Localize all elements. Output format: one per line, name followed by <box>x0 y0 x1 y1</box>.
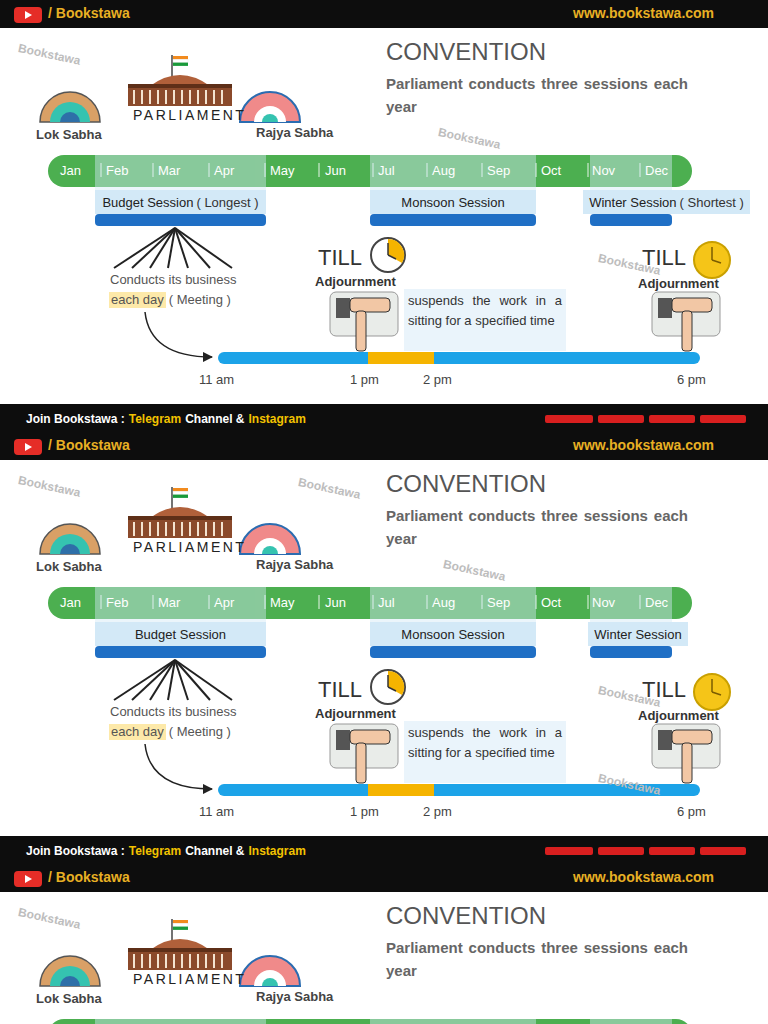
session-box: Winter Session <box>588 622 688 646</box>
business-note: Conducts its business <box>110 272 236 288</box>
node-text: Winter Session <box>589 195 676 210</box>
node-text: Budget Session <box>102 195 193 210</box>
brand-name: / Bookstawa <box>48 5 130 21</box>
house-label: Rajya Sabha <box>256 557 333 573</box>
house-label: Lok Sabha <box>36 559 102 575</box>
time-label: 6 pm <box>677 804 706 820</box>
highlight-note: each day <box>109 292 166 308</box>
month-label: Nov <box>592 163 615 179</box>
till-label: TILL <box>318 677 362 703</box>
month-label: Nov <box>592 595 615 611</box>
session-box: Monsoon Session <box>370 622 536 646</box>
month-label: Jul <box>378 595 395 611</box>
footer-accent: Instagram <box>249 843 306 859</box>
time-label: 6 pm <box>677 372 706 388</box>
month-label: Jul <box>378 163 395 179</box>
house-label: Rajya Sabha <box>256 989 333 1005</box>
month-label: Oct <box>541 163 561 179</box>
month-label: Dec <box>645 163 668 179</box>
slide-title: CONVENTION <box>386 38 546 66</box>
month-label: Feb <box>106 163 128 179</box>
business-note: Conducts its business <box>110 704 236 720</box>
footer-text: Join Bookstawa : <box>26 843 125 859</box>
watermark: Bookstawa <box>17 40 82 69</box>
month-label: Jan <box>60 595 81 611</box>
till-label: TILL <box>318 245 362 271</box>
month-label: May <box>270 595 295 611</box>
house-label: Lok Sabha <box>36 127 102 143</box>
session-box: Monsoon Session <box>370 190 536 214</box>
month-label: May <box>270 163 295 179</box>
month-label: Aug <box>432 163 455 179</box>
slide-subtitle: Parliament conducts three sessions each … <box>386 504 688 550</box>
watermark: Bookstawa <box>437 124 502 153</box>
node-text: Winter Session <box>594 627 681 642</box>
node-text: suspends the work in a sitting for a spe… <box>408 723 562 763</box>
brand-name: / Bookstawa <box>48 437 130 453</box>
month-label: Jun <box>325 595 346 611</box>
time-label: 11 am <box>199 372 234 388</box>
session-box: Winter Session ( Shortest ) <box>583 190 750 214</box>
slide-title: CONVENTION <box>386 470 546 498</box>
month-label: Oct <box>541 595 561 611</box>
month-label: Apr <box>214 595 234 611</box>
meeting-note: ( Meeting ) <box>169 724 231 740</box>
month-label: Apr <box>214 163 234 179</box>
slide-subtitle: Parliament conducts three sessions each … <box>386 72 688 118</box>
time-label: 2 pm <box>423 372 452 388</box>
building-label: PARLIAMENT <box>133 539 246 555</box>
building-label: PARLIAMENT <box>133 107 246 123</box>
session-box: Budget Session( Longest ) <box>95 190 266 214</box>
month-label: Aug <box>432 595 455 611</box>
highlight-note: each day <box>109 724 166 740</box>
node-text: Budget Session <box>135 627 226 642</box>
house-label: Rajya Sabha <box>256 125 333 141</box>
adjournment-label: Adjournment <box>638 276 719 292</box>
time-label: 11 am <box>199 804 234 820</box>
node-text: Monsoon Session <box>401 627 504 642</box>
month-label: Mar <box>158 595 180 611</box>
month-label: Mar <box>158 163 180 179</box>
time-label: 2 pm <box>423 804 452 820</box>
month-label: Sep <box>487 163 510 179</box>
adjournment-label: Adjournment <box>315 706 396 722</box>
node-note: ( Shortest ) <box>680 195 744 210</box>
note-box: suspends the work in a sitting for a spe… <box>404 289 566 351</box>
site-url: www.bookstawa.com <box>573 5 714 21</box>
brand-name: / Bookstawa <box>48 869 130 885</box>
footer-accent: Telegram <box>129 411 181 427</box>
meeting-note: ( Meeting ) <box>169 292 231 308</box>
watermark: Bookstawa <box>442 556 507 585</box>
session-box: Budget Session <box>95 622 266 646</box>
time-label: 1 pm <box>350 372 379 388</box>
footer-accent: Instagram <box>249 411 306 427</box>
adjournment-label: Adjournment <box>315 274 396 290</box>
slide-subtitle: Parliament conducts three sessions each … <box>386 936 688 982</box>
note-box: suspends the work in a sitting for a spe… <box>404 721 566 783</box>
month-label: Feb <box>106 595 128 611</box>
month-label: Dec <box>645 595 668 611</box>
footer-accent: Telegram <box>129 843 181 859</box>
slide-title: CONVENTION <box>386 902 546 930</box>
month-label: Jun <box>325 163 346 179</box>
month-label: Jan <box>60 163 81 179</box>
node-note: ( Longest ) <box>196 195 258 210</box>
footer-text: Join Bookstawa : <box>26 411 125 427</box>
site-url: www.bookstawa.com <box>573 437 714 453</box>
watermark: Bookstawa <box>17 472 82 501</box>
node-text: Monsoon Session <box>401 195 504 210</box>
month-label: Sep <box>487 595 510 611</box>
watermark: Bookstawa <box>17 904 82 933</box>
watermark: Bookstawa <box>297 474 362 503</box>
footer-text: Channel & <box>185 411 244 427</box>
building-label: PARLIAMENT <box>133 971 246 987</box>
footer-text: Channel & <box>185 843 244 859</box>
house-label: Lok Sabha <box>36 991 102 1007</box>
site-url: www.bookstawa.com <box>573 869 714 885</box>
time-label: 1 pm <box>350 804 379 820</box>
node-text: suspends the work in a sitting for a spe… <box>408 291 562 331</box>
adjournment-label: Adjournment <box>638 708 719 724</box>
